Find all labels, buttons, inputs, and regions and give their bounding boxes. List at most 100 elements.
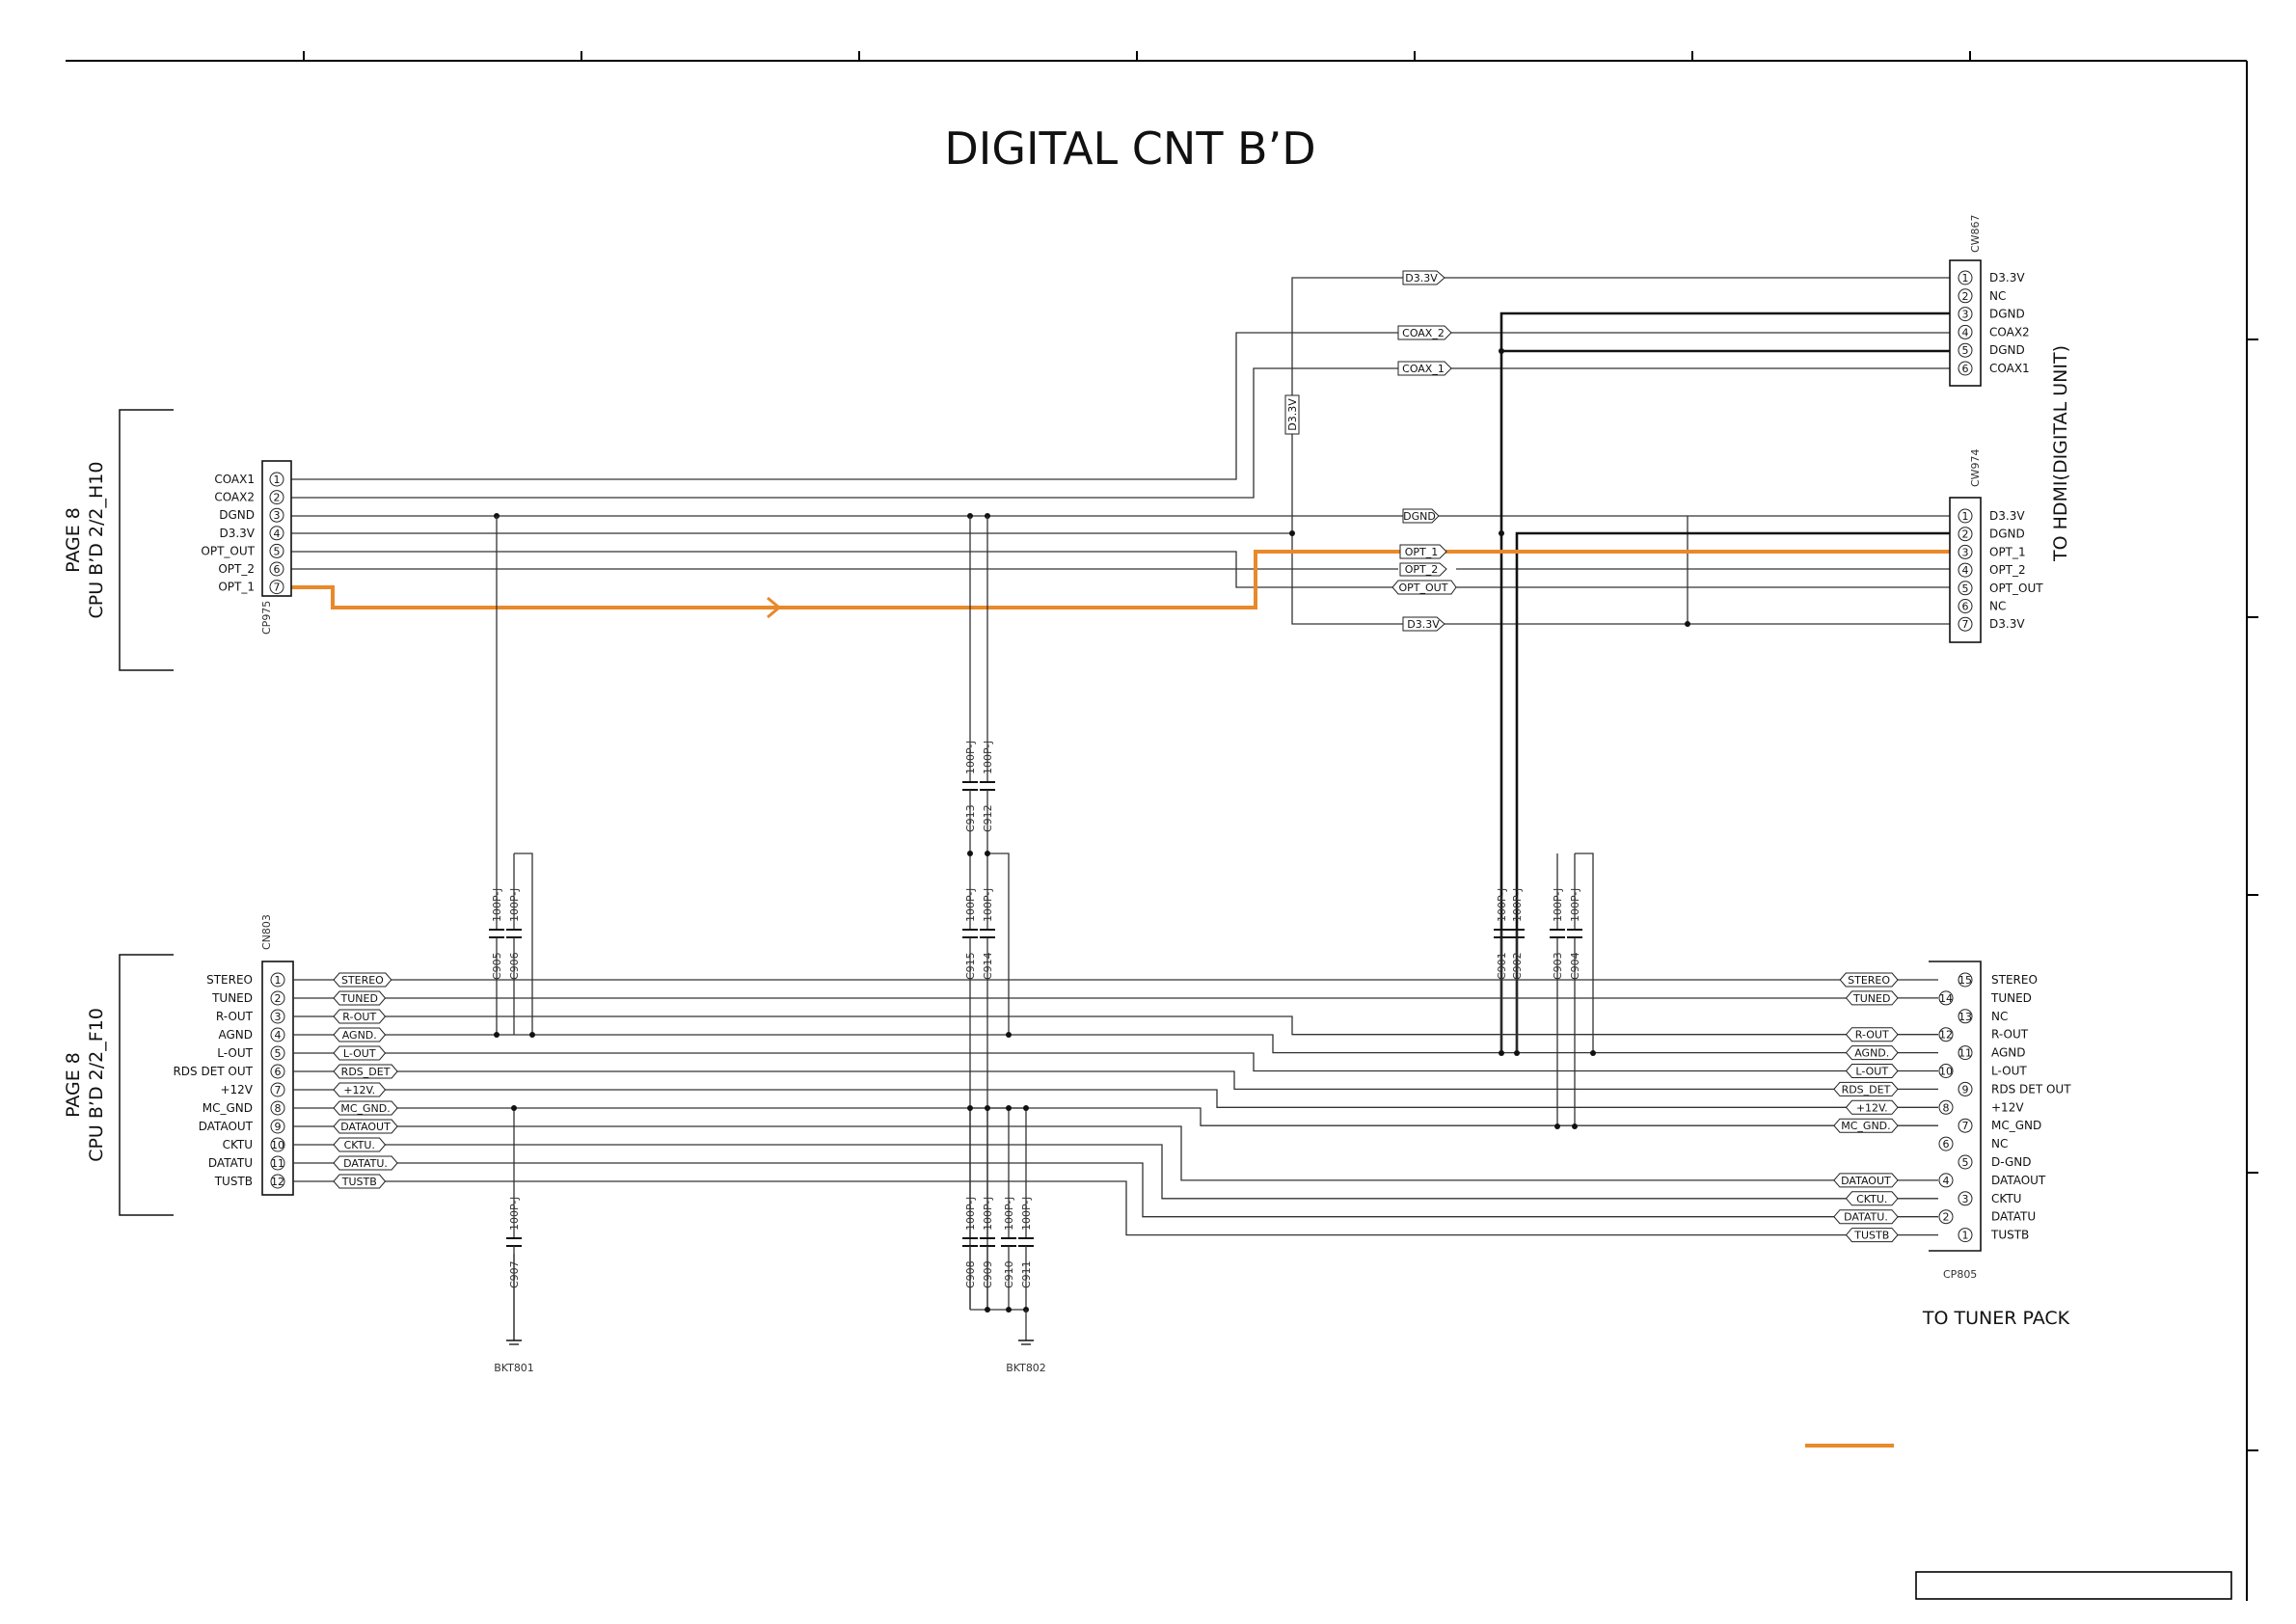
svg-text:C911: C911 xyxy=(1020,1260,1033,1288)
svg-text:5: 5 xyxy=(1962,344,1969,357)
svg-text:C904: C904 xyxy=(1569,952,1581,980)
svg-text:CW974: CW974 xyxy=(1969,448,1982,487)
svg-text:4: 4 xyxy=(1962,326,1969,338)
pin-label: R-OUT xyxy=(216,1010,254,1023)
svg-text:5: 5 xyxy=(274,545,281,557)
svg-text:7: 7 xyxy=(1962,1120,1969,1132)
pin-label: NC xyxy=(1991,1010,2008,1023)
svg-text:9: 9 xyxy=(275,1121,282,1133)
pin-label: DGND xyxy=(1989,343,2025,357)
svg-text:RDS_DET: RDS_DET xyxy=(1842,1083,1891,1096)
svg-text:CP805: CP805 xyxy=(1943,1268,1977,1281)
svg-text:1: 1 xyxy=(1962,272,1969,284)
side-label-bottom-left: PAGE 8 CPU B’D 2/2_F10 xyxy=(63,954,174,1216)
pin-label: R-OUT xyxy=(1991,1028,2029,1042)
cp805-pin: 2 DATATU xyxy=(1938,1209,2036,1225)
svg-text:AGND.: AGND. xyxy=(342,1029,377,1042)
svg-text:2: 2 xyxy=(1943,1211,1950,1224)
pin-label: AGND xyxy=(1991,1046,2026,1060)
pin-label: DGND xyxy=(219,508,255,522)
svg-text:100P-J: 100P-J xyxy=(982,741,994,774)
svg-text:C906: C906 xyxy=(508,952,521,980)
svg-text:9: 9 xyxy=(1962,1083,1969,1096)
pin-label: OPT_1 xyxy=(218,581,255,594)
svg-text:STEREO: STEREO xyxy=(1848,974,1890,987)
svg-text:COAX_1: COAX_1 xyxy=(1402,363,1445,375)
pin-label: DATAOUT xyxy=(1991,1174,2046,1187)
svg-text:CPU B’D 2/2_F10: CPU B’D 2/2_F10 xyxy=(86,1008,107,1162)
svg-text:OPT_1: OPT_1 xyxy=(1405,546,1439,558)
svg-text:C905: C905 xyxy=(491,952,503,980)
svg-text:+12V.: +12V. xyxy=(1856,1101,1888,1114)
svg-text:3: 3 xyxy=(1962,546,1969,558)
svg-text:6: 6 xyxy=(275,1066,282,1078)
svg-text:100P-J: 100P-J xyxy=(982,1197,994,1231)
svg-text:6: 6 xyxy=(1962,363,1969,375)
pin-label: DGND xyxy=(1989,308,2025,321)
svg-text:3: 3 xyxy=(274,509,281,522)
svg-text:100P-J: 100P-J xyxy=(982,888,994,922)
capacitor: 100P-J C914 xyxy=(980,853,995,1310)
pin-label: CKTU xyxy=(223,1138,253,1151)
capacitor-group: 100P-JC905100P-JC906100P-JC907100P-JC913… xyxy=(489,516,1596,1340)
pin-label: MC_GND xyxy=(1991,1119,2041,1132)
svg-text:1: 1 xyxy=(274,474,281,486)
pin-label: NC xyxy=(1989,289,2006,303)
svg-text:TUNED: TUNED xyxy=(1852,992,1890,1005)
cp805-pin: 8 +12V xyxy=(1938,1099,2024,1115)
svg-text:3: 3 xyxy=(1962,309,1969,321)
pin-label: +12V xyxy=(1991,1100,2024,1114)
cn803-pin: 7+12V xyxy=(220,1082,285,1097)
svg-text:2: 2 xyxy=(1962,290,1969,303)
pin-label: TUSTB xyxy=(1990,1229,2029,1242)
pin-label: D3.3V xyxy=(219,527,255,540)
svg-text:6: 6 xyxy=(274,563,281,576)
svg-text:C903: C903 xyxy=(1552,952,1564,980)
svg-text:C901: C901 xyxy=(1496,952,1508,980)
svg-text:7: 7 xyxy=(275,1084,282,1096)
svg-text:4: 4 xyxy=(274,528,281,540)
svg-text:CKTU.: CKTU. xyxy=(344,1139,375,1151)
pin-label: COAX1 xyxy=(214,473,255,486)
svg-text:8: 8 xyxy=(275,1102,282,1115)
svg-text:CP975: CP975 xyxy=(260,601,273,635)
svg-text:5: 5 xyxy=(1962,1156,1969,1169)
pin-label: STEREO xyxy=(206,973,253,987)
svg-text:L-OUT: L-OUT xyxy=(343,1047,376,1060)
pin-label: TUSTB xyxy=(214,1175,253,1188)
svg-text:CKTU.: CKTU. xyxy=(1856,1193,1887,1205)
svg-text:1: 1 xyxy=(1962,510,1969,523)
svg-text:C912: C912 xyxy=(982,804,994,832)
svg-text:2: 2 xyxy=(275,992,282,1005)
cw867-pin: 5 DGND xyxy=(1958,342,2025,358)
pin-label: COAX2 xyxy=(214,491,255,504)
pin-label: DATAOUT xyxy=(199,1120,254,1133)
svg-text:100P-J: 100P-J xyxy=(1552,888,1564,922)
pin-label: DATATU xyxy=(1991,1210,2036,1224)
svg-text:RDS_DET: RDS_DET xyxy=(341,1066,391,1078)
pin-label: D-GND xyxy=(1991,1155,2032,1169)
svg-text:8: 8 xyxy=(1943,1101,1950,1114)
svg-text:6: 6 xyxy=(1943,1138,1950,1150)
pin-label: TUNED xyxy=(211,991,253,1005)
svg-text:100P-J: 100P-J xyxy=(1003,1197,1015,1231)
svg-text:D3.3V: D3.3V xyxy=(1405,272,1438,284)
svg-text:100P-J: 100P-J xyxy=(964,1197,977,1231)
pin-label: RDS DET OUT xyxy=(173,1065,253,1078)
svg-text:5: 5 xyxy=(275,1047,282,1060)
svg-text:C914: C914 xyxy=(982,952,994,980)
pin-label: MC_GND xyxy=(203,1101,253,1115)
